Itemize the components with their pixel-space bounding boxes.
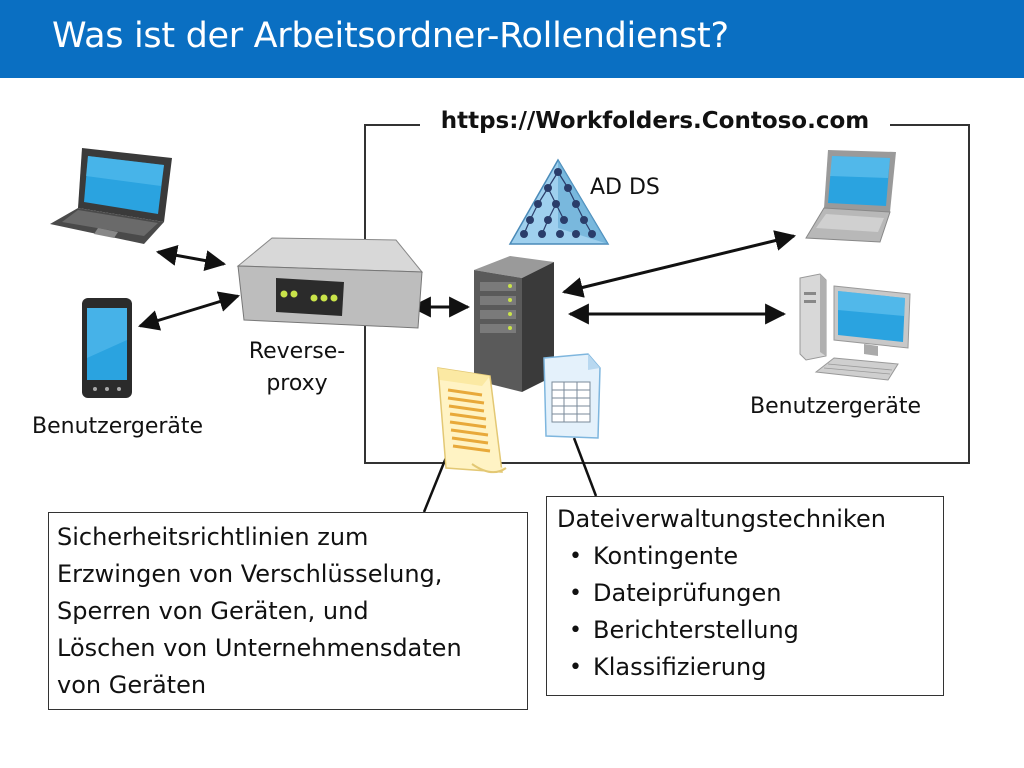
arrow-laptop-proxy [155,245,227,271]
security-text-line-4: Löschen von Unternehmensdaten [57,634,462,662]
list-item-label: Dateiprüfungen [593,579,782,607]
policy-document-icon [437,367,507,474]
list-item-label: Berichterstellung [593,616,799,644]
security-text-line-1: Sicherheitsrichtlinien zum [57,523,369,551]
reverse-proxy-label: Reverse- proxy [232,336,362,400]
reverse-proxy-label-line1: Reverse- [248,339,346,364]
ad-ds-pyramid-icon [508,158,610,245]
right-devices-label: Benutzergeräte [750,394,922,419]
file-management-heading: Dateiverwaltungstechniken [557,505,886,533]
slide-title: Was ist der Arbeitsordner-Rollendienst? [52,16,729,56]
server-tower-icon [474,256,554,392]
left-devices-label: Benutzergeräte [32,414,204,439]
bullet: • [569,581,582,606]
reverse-proxy-label-line2: proxy [266,371,328,396]
security-text-line-2: Erzwingen von Verschlüsselung, [57,560,443,588]
callout-line-file-mgmt [572,437,598,497]
list-item: • Klassifizierung [557,649,933,686]
list-item: • Berichterstellung [557,612,933,649]
reverse-proxy-icon [236,237,424,329]
bullet: • [569,655,582,680]
list-item-label: Klassifizierung [593,653,767,681]
security-text-line-5: von Geräten [57,671,207,699]
laptop-icon-right [805,150,896,243]
arrow-server-laptop [561,230,797,298]
ad-ds-label: AD DS [590,175,660,200]
list-item-label: Kontingente [593,542,739,570]
desktop-computer-icon [799,273,911,381]
server-url-label: https://Workfolders.Contoso.com [420,108,890,134]
laptop-icon [50,148,172,244]
list-item: • Dateiprüfungen [557,575,933,612]
spreadsheet-file-icon [543,353,601,439]
title-bar: Was ist der Arbeitsordner-Rollendienst? [0,0,1024,78]
security-policies-box: Sicherheitsrichtlinien zum Erzwingen von… [48,512,528,710]
security-text-line-3: Sperren von Geräten, und [57,597,369,625]
list-item: • Kontingente [557,538,933,575]
bullet: • [569,544,582,569]
bullet: • [569,618,582,643]
arrow-phone-proxy [137,291,241,331]
file-management-box: Dateiverwaltungstechniken • Kontingente … [546,496,944,696]
smartphone-icon [82,298,132,398]
